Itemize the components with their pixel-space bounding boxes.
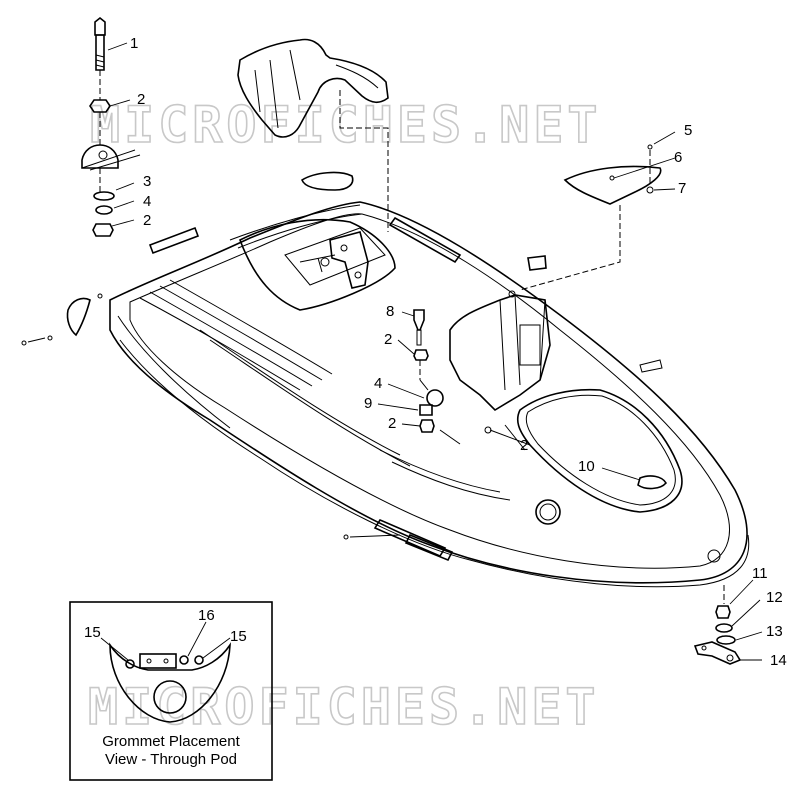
watermark-top: MICROFICHES.NET — [90, 96, 602, 154]
callout-8: 8 — [386, 303, 394, 320]
handle-pole-part — [237, 38, 389, 138]
callout-2: 2 — [384, 331, 392, 348]
screw-bottom — [343, 534, 349, 540]
callout-2: 2 — [388, 415, 396, 432]
hood-plate — [563, 165, 662, 205]
hardware-stack-center — [413, 309, 461, 445]
inset-caption: Grommet Placement View - Through Pod — [72, 733, 270, 769]
deck-hull — [109, 201, 750, 588]
clip — [527, 255, 547, 271]
callout-3: 3 — [143, 173, 151, 190]
callout-10: 10 — [578, 458, 595, 475]
side-trim — [404, 533, 454, 562]
screw-left-small — [21, 340, 27, 346]
inset-caption-line2: View - Through Pod — [104, 751, 238, 768]
callout-6: 6 — [674, 149, 682, 166]
screw-left — [97, 293, 103, 299]
callout-16: 16 — [198, 607, 215, 624]
callout-2: 2 — [137, 91, 145, 108]
screw-left-2 — [47, 335, 53, 341]
callout-11: 11 — [752, 565, 768, 582]
callout-9: 9 — [364, 395, 372, 412]
hardware-stack-right — [693, 605, 742, 665]
hardware-stack-left — [81, 16, 141, 237]
callout-15: 15 — [84, 624, 101, 641]
grommet-inset: 15 16 15 — [69, 601, 273, 781]
inset-caption-line1: Grommet Placement — [102, 733, 240, 750]
callout-2: 2 — [520, 437, 528, 454]
callout-12: 12 — [766, 589, 783, 606]
callout-4: 4 — [374, 375, 382, 392]
callout-1: 1 — [130, 35, 138, 52]
bumper-pad — [301, 171, 354, 191]
callout-5: 5 — [684, 122, 692, 139]
side-bumper — [66, 297, 91, 337]
callout-15: 15 — [230, 628, 247, 645]
callout-13: 13 — [766, 623, 783, 640]
callout-2: 2 — [143, 212, 151, 229]
callout-4: 4 — [143, 193, 151, 210]
callout-14: 14 — [770, 652, 787, 669]
callout-7: 7 — [678, 180, 686, 197]
watermark-bottom: MICROFICHES.NET — [88, 678, 600, 736]
